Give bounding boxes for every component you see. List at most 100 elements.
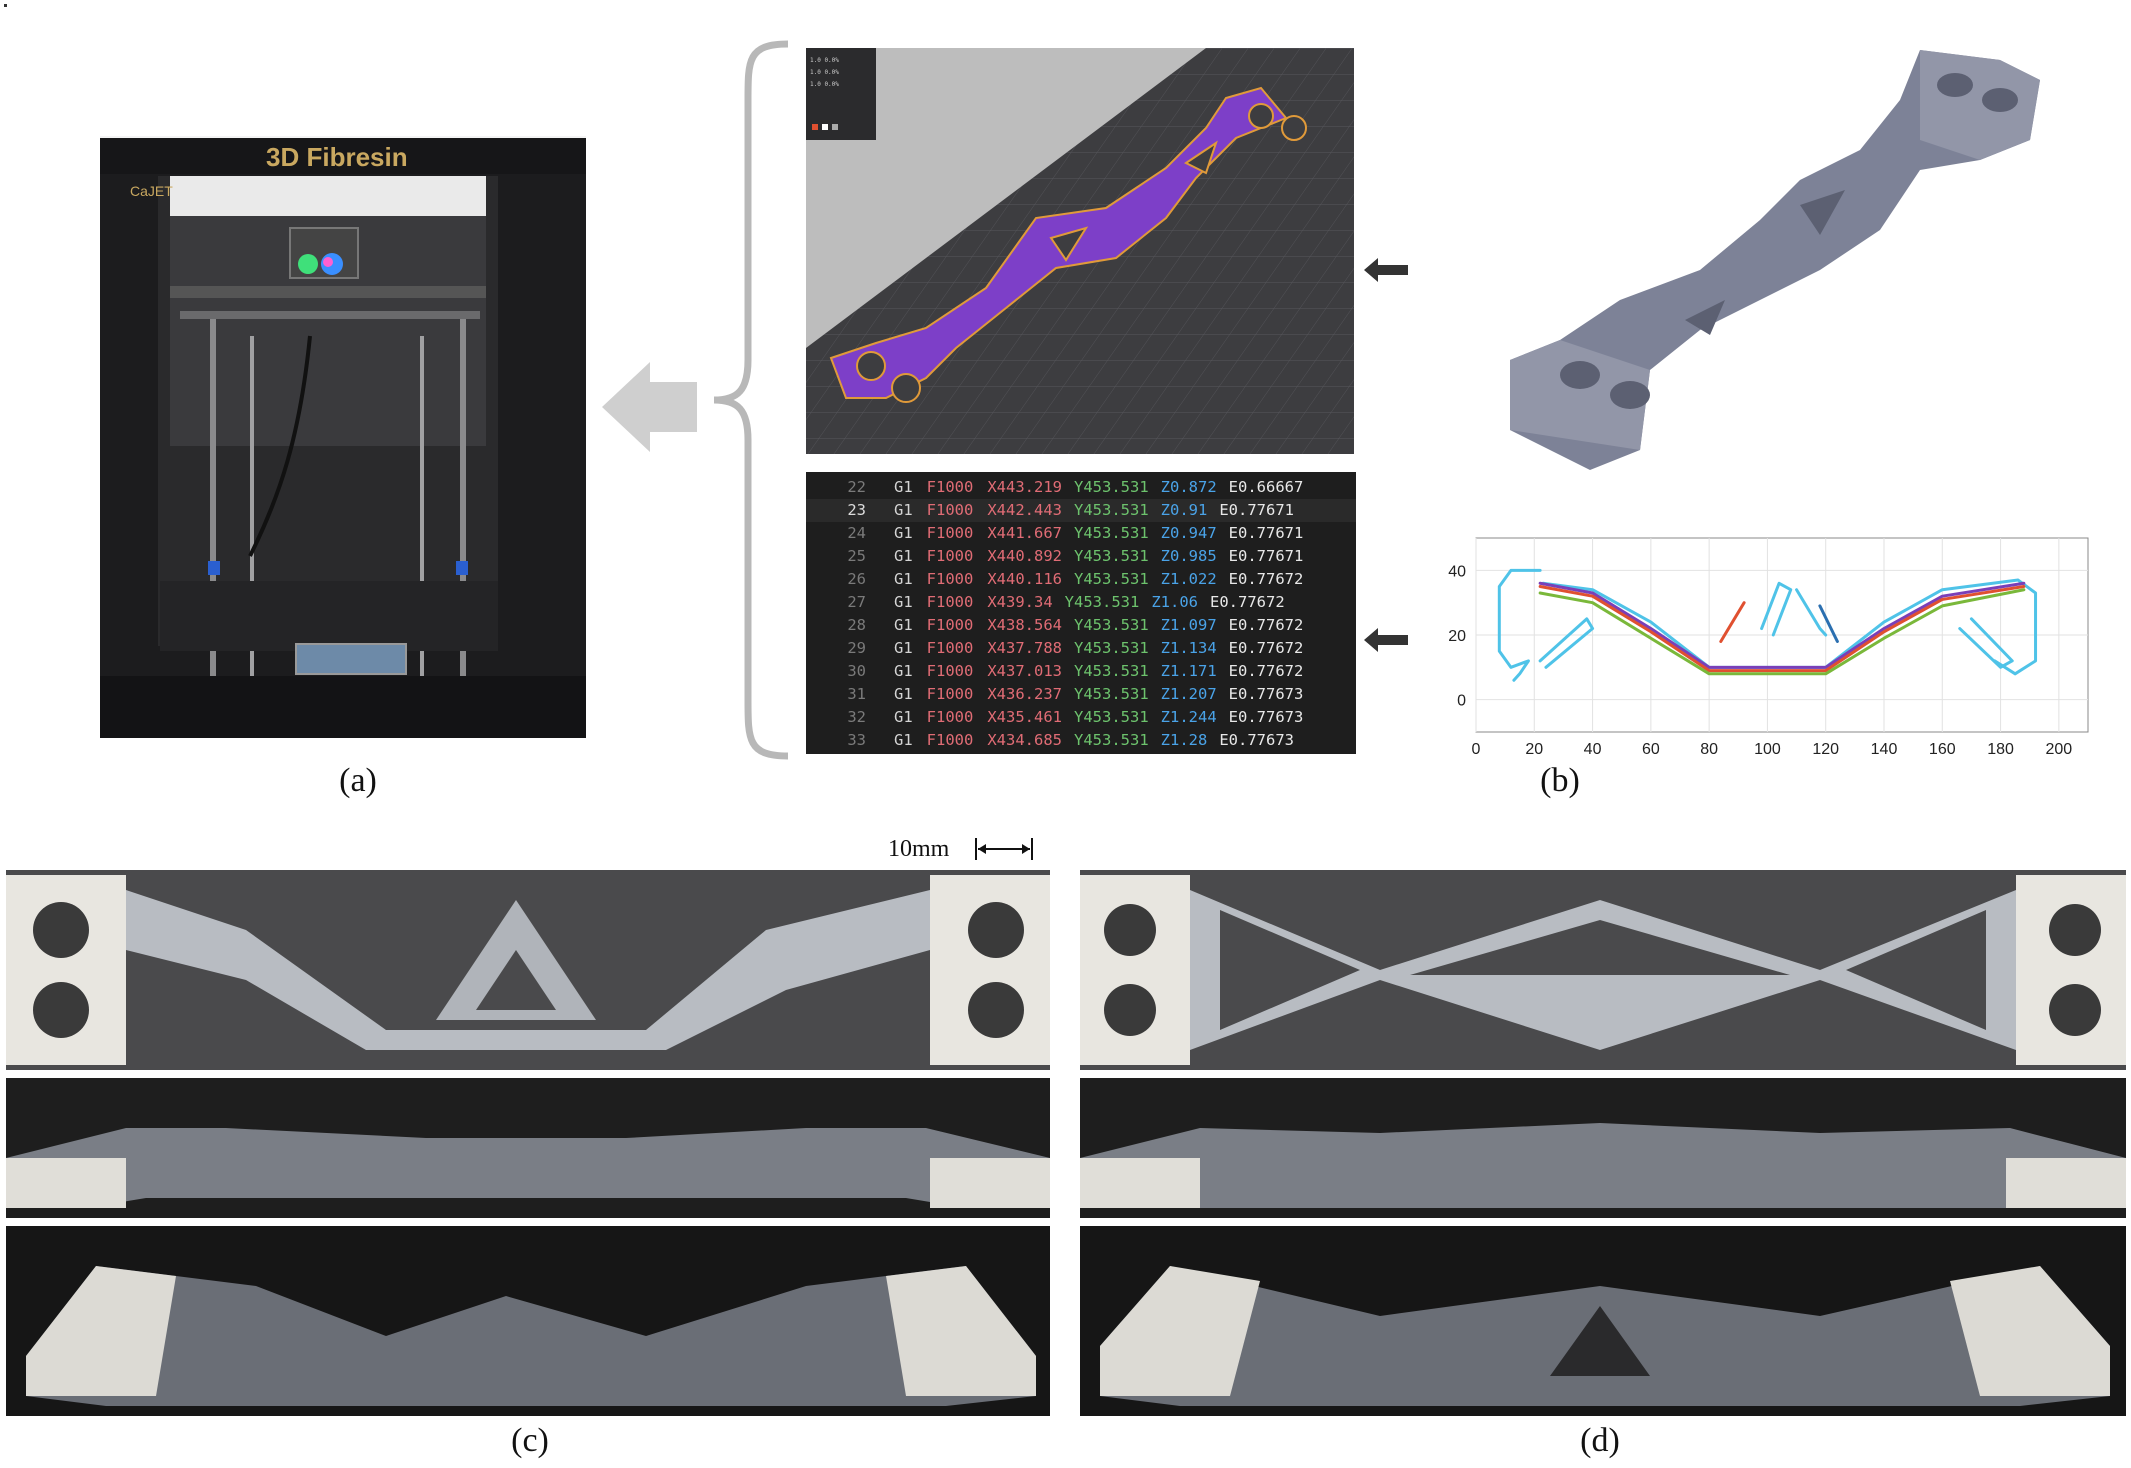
- x-tick-label: 200: [2046, 741, 2073, 758]
- gcode-n: 28: [847, 616, 866, 634]
- fiber-path-series-4: [1795, 588, 1828, 637]
- x-tick-label: 160: [1929, 741, 1956, 758]
- gcode-x: X441.667: [987, 524, 1062, 542]
- gcode-f: F1000: [926, 708, 974, 726]
- legend-2: 1.0 0.0%: [810, 69, 839, 76]
- gcode-n: 22: [847, 478, 866, 496]
- gcode-z: Z1.022: [1160, 570, 1217, 588]
- gcode-y: Y453.531: [1074, 639, 1149, 657]
- gcode-g: G1: [894, 593, 913, 611]
- x-tick-label: 40: [1584, 741, 1602, 758]
- gcode-z: Z0.985: [1160, 547, 1217, 565]
- gcode-g: G1: [894, 639, 913, 657]
- gcode-n: 24: [847, 524, 866, 542]
- fiber-path-series-0: [1497, 568, 1542, 682]
- gcode-g: G1: [894, 478, 913, 496]
- gcode-f: F1000: [926, 478, 974, 496]
- gcode-x: X437.788: [987, 639, 1062, 657]
- gcode-g: G1: [894, 570, 913, 588]
- y-tick-label: 40: [1448, 563, 1466, 580]
- x-tick-label: 0: [1472, 741, 1481, 758]
- fiber-path-series-5: [1958, 617, 2014, 669]
- gcode-z: Z1.134: [1160, 639, 1217, 657]
- gcode-e: E0.66667: [1228, 478, 1304, 496]
- gcode-x: X434.685: [987, 731, 1062, 749]
- gcode-n: 26: [847, 570, 866, 588]
- fiber-path-series-7: [1538, 585, 2026, 673]
- gcode-f: F1000: [926, 731, 974, 749]
- caption-b: (b): [1540, 762, 1580, 799]
- gcode-y: Y453.531: [1074, 662, 1149, 680]
- gcode-y: Y453.531: [1074, 731, 1149, 749]
- specimen-c-top-render: [6, 870, 1050, 1070]
- gcode-z: Z0.947: [1160, 524, 1217, 542]
- gcode-e: E0.77671: [1228, 524, 1304, 542]
- fiber-path-series-1: [1541, 578, 2038, 676]
- specimen-d-side-render: [1080, 1078, 2126, 1218]
- gcode-f: F1000: [926, 524, 974, 542]
- brace-icon: [713, 40, 789, 760]
- gcode-e: E0.77671: [1228, 547, 1304, 565]
- y-tick-label: 20: [1448, 628, 1466, 645]
- cad-model: [1500, 40, 2060, 480]
- specimen-d-top-render: [1080, 870, 2126, 1070]
- gcode-g: G1: [894, 547, 913, 565]
- gcode-z: Z1.171: [1160, 662, 1217, 680]
- gcode-y: Y453.531: [1074, 616, 1149, 634]
- gcode-z: Z0.91: [1160, 501, 1208, 519]
- gcode-y: Y453.531: [1074, 570, 1149, 588]
- gcode-e: E0.77673: [1228, 685, 1304, 703]
- x-tick-label: 20: [1525, 741, 1543, 758]
- gcode-z: Z1.28: [1160, 731, 1208, 749]
- gcode-f: F1000: [926, 616, 974, 634]
- specimen-c-top: [6, 870, 1050, 1070]
- gcode-n: 29: [847, 639, 866, 657]
- gcode-x: X437.013: [987, 662, 1062, 680]
- specimen-c-angle: [6, 1226, 1050, 1416]
- y-tick-label: 0: [1457, 693, 1466, 710]
- gcode-f: F1000: [926, 593, 974, 611]
- gcode-n: 25: [847, 547, 866, 565]
- arrow-small-2-icon: [1364, 628, 1408, 652]
- gcode-n: 27: [847, 593, 866, 611]
- gcode-e: E0.77672: [1228, 639, 1304, 657]
- gcode-g: G1: [894, 685, 913, 703]
- gcode-y: Y453.531: [1074, 478, 1149, 496]
- printer-photo: CaJET 3D Fibresin: [100, 136, 586, 738]
- specimen-c-side: [6, 1078, 1050, 1218]
- arrow-left-icon: [602, 362, 697, 452]
- gcode-x: X440.892: [987, 547, 1062, 565]
- gcode-x: X443.219: [987, 478, 1062, 496]
- caption-a: (a): [339, 762, 377, 799]
- gcode-x: X435.461: [987, 708, 1062, 726]
- gcode-y: Y453.531: [1074, 524, 1149, 542]
- scale-bar: 10mm: [888, 834, 1048, 868]
- gcode-f: F1000: [926, 547, 974, 565]
- gcode-n: 33: [847, 731, 866, 749]
- x-tick-label: 100: [1754, 741, 1781, 758]
- gcode-n: 23: [847, 501, 866, 519]
- legend-3: 1.0 0.0%: [810, 81, 839, 88]
- scale-bar-arrow-icon: [975, 838, 1033, 860]
- corner-mark: [4, 4, 7, 7]
- fiber-path-series-9: [1719, 601, 1746, 643]
- gcode-g: G1: [894, 501, 913, 519]
- specimen-d-side: [1080, 1078, 2126, 1218]
- fiber-path-series-2: [1538, 617, 1595, 669]
- gcode-e: E0.77673: [1219, 731, 1294, 749]
- arrow-small-1-icon: [1364, 258, 1408, 282]
- gcode-e: E0.77671: [1219, 501, 1294, 519]
- gcode-y: Y453.531: [1064, 593, 1140, 611]
